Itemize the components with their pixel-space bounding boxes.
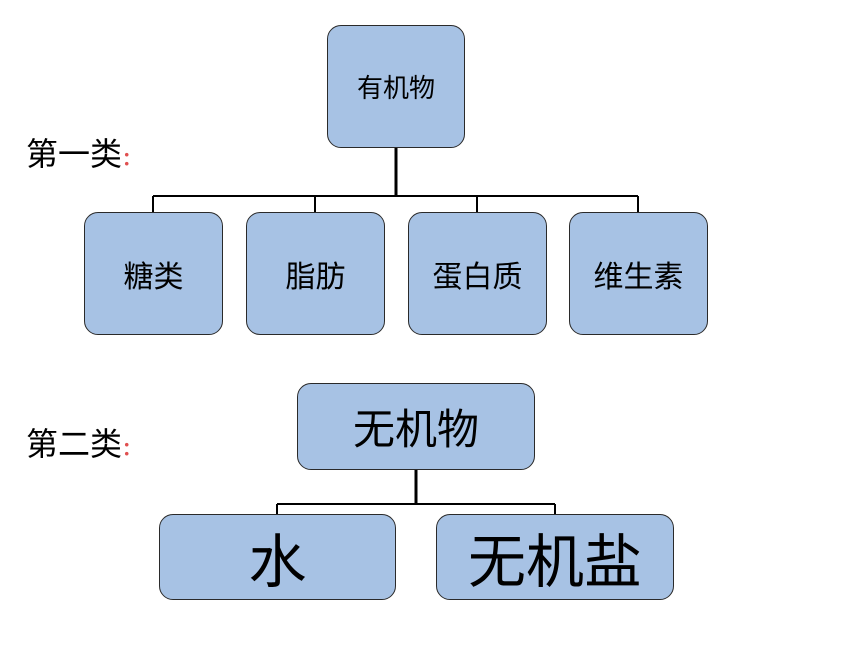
category-label-first-text: 第一类 (26, 135, 123, 173)
carbohydrate-label: 糖类 (123, 259, 184, 295)
category-label-second-colon: : (122, 429, 132, 462)
category-label-second: 第二类: (26, 428, 131, 460)
fat-label: 脂肪 (285, 259, 346, 295)
inorganic-salt-label: 无机盐 (467, 528, 642, 596)
vitamin-label: 维生素 (593, 259, 684, 295)
organic-matter-node: 有机物 (327, 25, 465, 148)
carbohydrate-node: 糖类 (84, 212, 223, 335)
fat-node: 脂肪 (246, 212, 385, 335)
water-label: 水 (248, 528, 307, 596)
category-label-second-text: 第二类 (26, 425, 123, 463)
category-label-first: 第一类: (26, 138, 131, 170)
inorganic-salt-node: 无机盐 (436, 514, 674, 600)
protein-node: 蛋白质 (408, 212, 547, 335)
category-label-first-colon: : (122, 139, 132, 172)
vitamin-node: 维生素 (569, 212, 708, 335)
inorganic-matter-label: 无机物 (352, 405, 479, 454)
organic-matter-label: 有机物 (356, 74, 435, 104)
water-node: 水 (159, 514, 396, 600)
protein-label: 蛋白质 (432, 259, 523, 295)
inorganic-matter-node: 无机物 (297, 383, 535, 470)
